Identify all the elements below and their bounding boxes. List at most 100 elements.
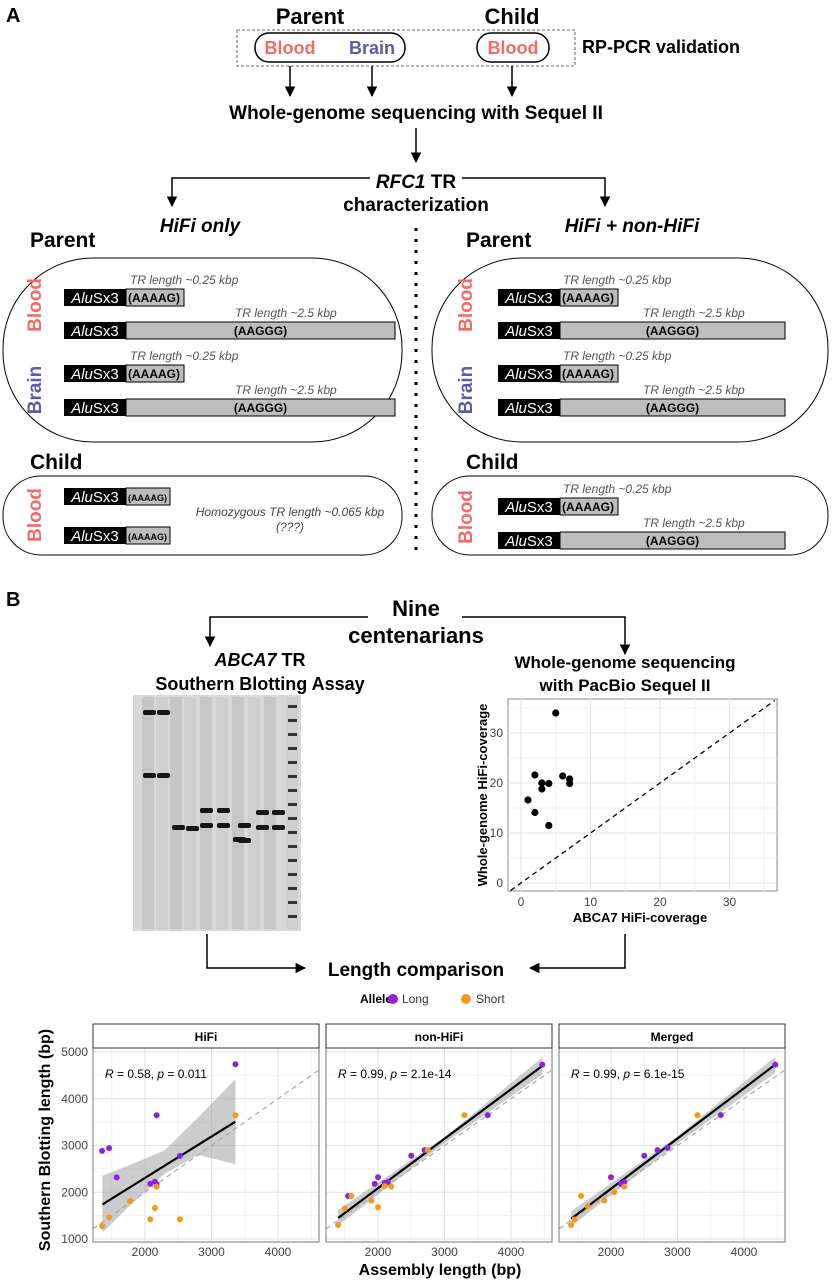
left-parent-title: Parent xyxy=(30,229,95,252)
ladder-band xyxy=(288,775,297,778)
coverage-point xyxy=(559,772,567,780)
long-allele-point xyxy=(147,1180,154,1187)
short-allele-point xyxy=(621,1183,628,1190)
characterization-label: characterization xyxy=(343,195,489,216)
long-allele-row: AluSx3(AAGGG)TR length ~2.5 kbp xyxy=(498,516,786,550)
y-tick-label: 5000 xyxy=(61,1045,88,1059)
length-comparison-label: Length comparison xyxy=(328,960,504,981)
alu-element-box xyxy=(498,365,560,382)
x-axis-label: ABCA7 HiFi-coverage xyxy=(573,910,707,925)
alu-element-label: AluSx3 xyxy=(70,366,119,383)
long-allele-row: AluSx3(AAGGG)TR length ~2.5 kbp xyxy=(498,383,786,417)
long-allele-point xyxy=(641,1152,648,1159)
short-allele-row: AluSx3(AAAAG)TR length ~0.25 kbp xyxy=(64,349,239,383)
x-tick-label: 4000 xyxy=(498,1245,525,1259)
facet-strip-label: HiFi xyxy=(195,1030,218,1044)
regression-line xyxy=(337,1065,543,1219)
blot-band xyxy=(272,810,285,815)
blot-band xyxy=(238,823,251,828)
coverage-point xyxy=(538,779,546,787)
blot-band xyxy=(238,838,251,843)
alu-element-box xyxy=(64,365,126,382)
alu-element-label: AluSx3 xyxy=(70,489,119,506)
stat-p: p xyxy=(156,1067,164,1081)
alu-suffix: Sx3 xyxy=(93,366,119,383)
alu-element-label: AluSx3 xyxy=(70,528,119,545)
short-allele-row: AluSx3(AAAAG)TR length ~0.25 kbp xyxy=(498,349,672,383)
alu-suffix: Sx3 xyxy=(527,366,553,383)
long-allele-point xyxy=(371,1180,378,1187)
blot-band xyxy=(272,825,285,830)
right-child-box xyxy=(431,475,829,556)
alu-prefix: Alu xyxy=(504,533,527,550)
alu-suffix: Sx3 xyxy=(527,323,553,340)
ladder-band xyxy=(288,761,297,764)
alu-element-box xyxy=(498,289,560,306)
short-allele-point xyxy=(232,1112,239,1119)
repeat-region xyxy=(125,526,171,545)
x-tick-label: 4000 xyxy=(265,1245,292,1259)
blot-band xyxy=(256,810,269,815)
identity-line xyxy=(326,1069,552,1230)
blot-band xyxy=(143,710,156,715)
right-child-title: Child xyxy=(466,451,519,474)
repeat-region xyxy=(559,497,619,516)
blot-lane xyxy=(232,697,244,929)
alu-element-label: AluSx3 xyxy=(504,323,553,340)
alu-prefix: Alu xyxy=(504,499,527,516)
short-allele-point xyxy=(176,1216,183,1223)
alu-element-box xyxy=(64,488,126,505)
tr-length-label: TR length ~0.25 kbp xyxy=(130,273,239,287)
coverage-point xyxy=(566,779,574,788)
repeat-region xyxy=(559,364,619,383)
repeat-motif: (AAAAG) xyxy=(562,500,614,514)
stat-r-val: = 0.58, xyxy=(114,1067,158,1081)
x-tick-label: 4000 xyxy=(731,1245,758,1259)
repeat-motif: (AAAAG) xyxy=(562,291,614,305)
long-allele-point xyxy=(664,1144,671,1151)
stat-p: p xyxy=(622,1067,630,1081)
coverage-point xyxy=(524,796,532,804)
repeat-region xyxy=(559,398,786,417)
alu-element-label: AluSx3 xyxy=(70,290,119,307)
blot-band xyxy=(157,710,170,715)
right-child-blood-label: Blood xyxy=(456,490,477,544)
repeat-motif: (AAAAG) xyxy=(128,367,180,381)
alu-prefix: Alu xyxy=(504,323,527,340)
right-brain-label: Brain xyxy=(456,366,477,415)
blot-lane xyxy=(264,697,276,929)
stat-r: R xyxy=(571,1067,580,1081)
repeat-motif: (AAGGG) xyxy=(646,324,699,338)
stat-p-val: = 2.1e-14 xyxy=(397,1067,452,1081)
tr-allele-rows: AluSx3(AAAAG)TR length ~0.25 kbpAluSx3(A… xyxy=(64,273,786,550)
alu-element-box xyxy=(64,399,126,416)
tr-suffix-b: TR xyxy=(277,650,306,670)
alu-suffix: Sx3 xyxy=(93,528,119,545)
long-allele-point xyxy=(99,1147,106,1154)
regression-line xyxy=(570,1063,776,1220)
short-allele-point xyxy=(106,1214,113,1221)
short-allele-point xyxy=(153,1183,160,1190)
abca7-tr-label: ABCA7 TR xyxy=(213,650,305,670)
facet-strip-label: non-HiFi xyxy=(415,1030,464,1044)
rp-pcr-dashed-box xyxy=(236,29,576,67)
long-allele-row: AluSx3(AAGGG)TR length ~2.5 kbp xyxy=(498,306,786,340)
alu-element-box xyxy=(498,532,560,549)
repeat-motif: (AAAAG) xyxy=(128,532,167,542)
alu-prefix: Alu xyxy=(70,489,93,506)
short-allele-row: AluSx3(AAAAG)TR length ~0.25 kbp xyxy=(498,273,672,307)
repeat-region xyxy=(125,288,185,307)
facet-strip xyxy=(325,1023,553,1049)
y-tick-label: 0 xyxy=(496,876,503,890)
legend-long-label: Long xyxy=(402,992,429,1006)
short-allele-point xyxy=(368,1197,375,1204)
repeat-motif: (AAGGG) xyxy=(234,401,287,415)
alu-suffix: Sx3 xyxy=(527,499,553,516)
blot-band xyxy=(172,825,185,830)
x-tick-label: 3000 xyxy=(198,1245,225,1259)
hifi-only-label: HiFi only xyxy=(160,216,242,237)
repeat-motif: (AAGGG) xyxy=(646,534,699,548)
